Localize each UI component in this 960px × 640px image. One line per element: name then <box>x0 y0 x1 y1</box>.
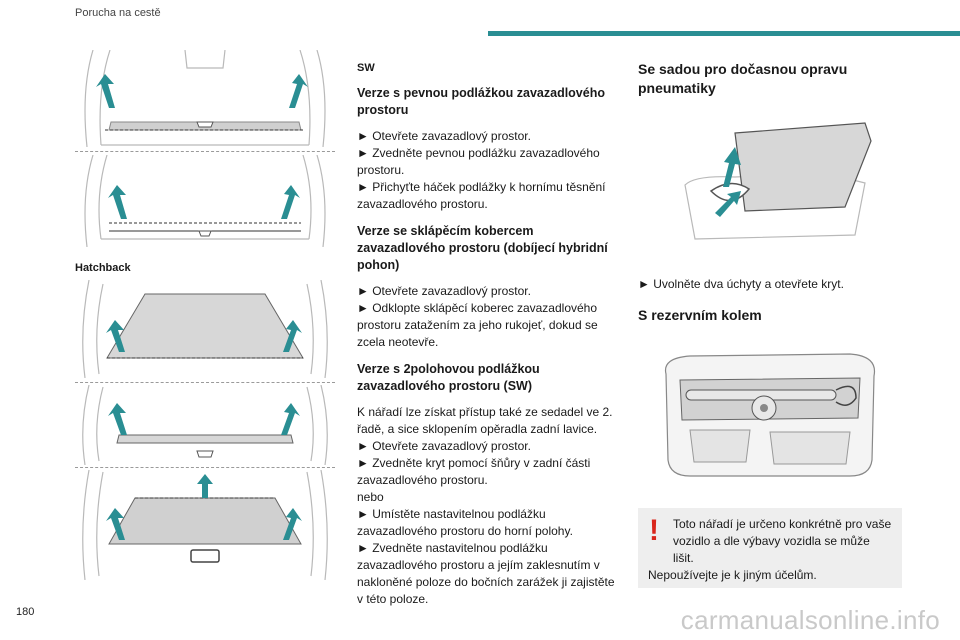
header-title: Porucha na cestě <box>75 7 161 19</box>
instruction-line: ► Otevřete zavazadlový prostor. <box>357 129 531 143</box>
instruction-line: nebo <box>357 490 384 504</box>
illustration-hatchback-floor-3 <box>75 470 335 580</box>
instruction-line: K nářadí lze získat přístup také ze seda… <box>357 405 613 436</box>
figure-separator <box>75 467 335 468</box>
exclamation-warning-icon: ! <box>649 514 659 547</box>
heading-folding-carpet: Verze se sklápěcím kobercem zavazadlovéh… <box>357 224 608 272</box>
warning-text-second: Nepoužívejte je k jiným účelům. <box>648 568 817 582</box>
right-column: Se sadou pro dočasnou opravu pneumatiky <box>638 60 900 98</box>
illustration-spare-wheel <box>660 350 880 480</box>
instruction-line: ► Otevřete zavazadlový prostor. <box>357 284 531 298</box>
illustration-hatchback-floor-2 <box>75 385 335 465</box>
paragraph-two-position-floor: K nářadí lze získat přístup také ze seda… <box>357 404 619 608</box>
instruction-line: ► Umístěte nastavitelnou podlážku zavaza… <box>357 507 573 538</box>
paragraph-fixed-floor: ► Otevřete zavazadlový prostor. ► Zvedně… <box>357 128 619 213</box>
instruction-line: ► Přichyťte háček podlážky k hornímu těs… <box>357 180 606 211</box>
paragraph-folding-carpet: ► Otevřete zavazadlový prostor. ► Odklop… <box>357 283 619 351</box>
watermark: carmanualsonline.info <box>680 605 940 635</box>
illustration-hatchback-floor-1 <box>75 280 335 378</box>
heading-repair-kit: Se sadou pro dočasnou opravu pneumatiky <box>638 61 848 96</box>
warning-text: Toto nářadí je určeno konkrétně pro vaše… <box>673 517 892 565</box>
illustration-sw-floor-raised <box>75 50 335 147</box>
instruction-line: ► Odklopte sklápěcí koberec zavazadlovéh… <box>357 301 598 349</box>
label-hatchback: Hatchback <box>75 262 131 274</box>
middle-column: SW Verze s pevnou podlážkou zavazadlovéh… <box>357 60 619 618</box>
instruction-line: ► Zvedněte kryt pomocí šňůry v zadní čás… <box>357 456 591 487</box>
warning-box: ! Toto nářadí je určeno konkrétně pro va… <box>638 508 902 588</box>
instruction-line: ► Otevřete zavazadlový prostor. <box>357 439 531 453</box>
page-number: 180 <box>16 606 35 618</box>
figure-separator <box>75 151 335 152</box>
heading-two-position-floor: Verze s 2polohovou podlážkou zavazadlové… <box>357 362 540 393</box>
figure-separator <box>75 382 335 383</box>
heading-fixed-floor: Verze s pevnou podlážkou zavazadlového p… <box>357 86 605 117</box>
label-sw: SW <box>357 62 375 74</box>
header-accent-bar <box>488 31 960 36</box>
instruction-line: ► Zvedněte pevnou podlážku zavazadlového… <box>357 146 600 177</box>
illustration-sw-floor-hook <box>75 155 335 247</box>
heading-spare-wheel: S rezervním kolem <box>638 307 762 323</box>
instruction-line: ► Zvedněte nastavitelnou podlážku zavaza… <box>357 541 615 606</box>
instruction-open-cover: ► Uvolněte dva úchyty a otevřete kryt. <box>638 277 844 291</box>
illustration-repair-kit-cover <box>675 115 875 245</box>
